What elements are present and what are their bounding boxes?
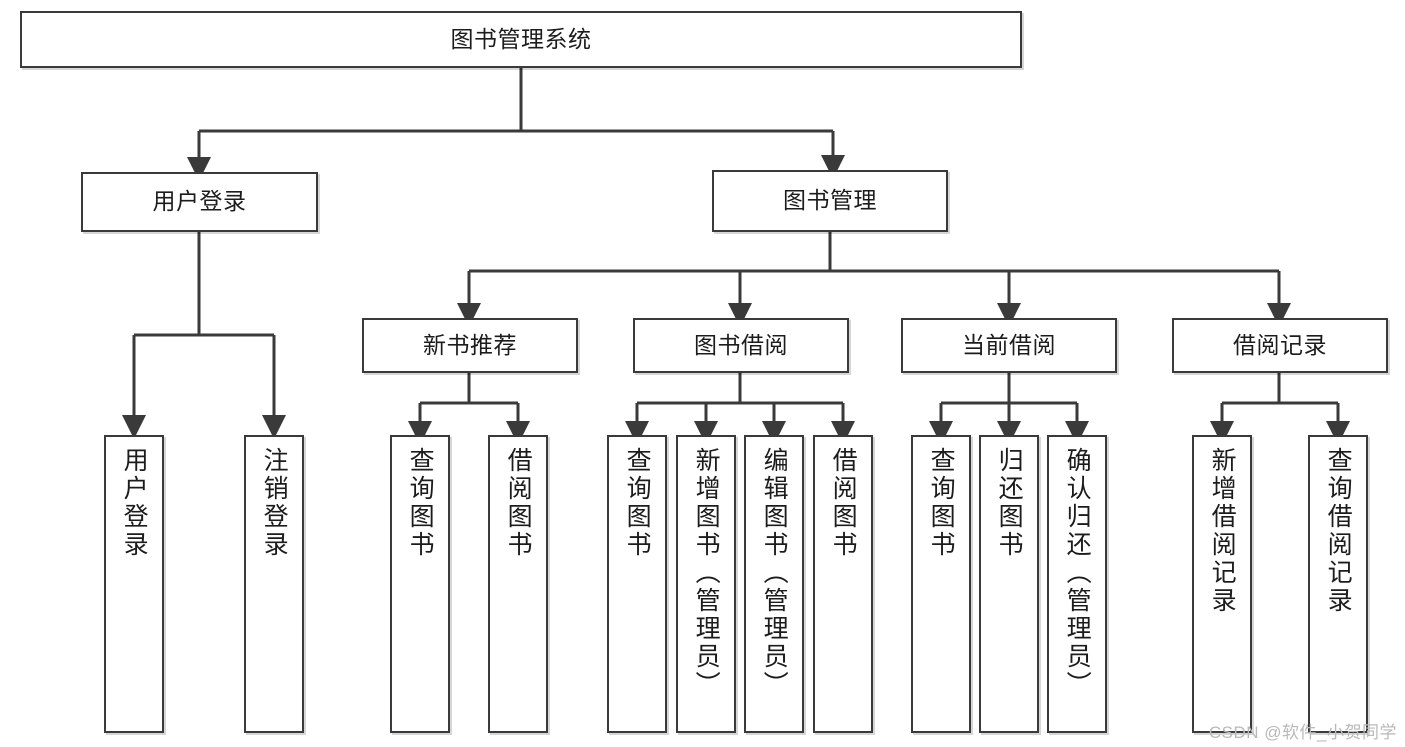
leaf-user-login-signin[interactable]: 用户登录 bbox=[104, 435, 164, 733]
node-label: 新增图书（管理员） bbox=[692, 447, 721, 699]
node-borrow-record[interactable]: 借阅记录 bbox=[1172, 318, 1388, 373]
node-label: 当前借阅 bbox=[962, 331, 1056, 358]
node-label: 用户登录 bbox=[120, 447, 149, 559]
node-label: 归还图书 bbox=[995, 447, 1024, 559]
node-label: 查询图书 bbox=[406, 447, 435, 559]
node-book-borrow[interactable]: 图书借阅 bbox=[633, 318, 849, 373]
node-label: 用户登录 bbox=[152, 188, 247, 215]
leaf-current-borrow-confirm-return[interactable]: 确认归还（管理员） bbox=[1047, 435, 1107, 733]
leaf-user-login-signout[interactable]: 注销登录 bbox=[244, 435, 304, 733]
node-label: 图书借阅 bbox=[694, 331, 788, 358]
node-current-borrow[interactable]: 当前借阅 bbox=[901, 318, 1117, 373]
node-label: 查询图书 bbox=[927, 447, 956, 559]
leaf-book-borrow-query[interactable]: 查询图书 bbox=[607, 435, 667, 733]
leaf-book-borrow-edit[interactable]: 编辑图书（管理员） bbox=[744, 435, 804, 733]
node-label: 查询借阅记录 bbox=[1324, 447, 1353, 615]
node-label: 图书管理 bbox=[783, 187, 877, 214]
leaf-book-borrow-add[interactable]: 新增图书（管理员） bbox=[676, 435, 736, 733]
node-label: 图书管理系统 bbox=[450, 25, 592, 52]
node-label: 查询图书 bbox=[623, 447, 652, 559]
leaf-book-borrow-borrow[interactable]: 借阅图书 bbox=[813, 435, 873, 733]
node-root-system[interactable]: 图书管理系统 bbox=[20, 11, 1022, 68]
node-new-book-recommend[interactable]: 新书推荐 bbox=[362, 318, 578, 373]
node-book-management[interactable]: 图书管理 bbox=[712, 170, 948, 232]
node-label: 新增借阅记录 bbox=[1208, 447, 1237, 615]
leaf-new-book-borrow[interactable]: 借阅图书 bbox=[488, 435, 548, 733]
node-label: 借阅记录 bbox=[1233, 331, 1327, 358]
node-label: 借阅图书 bbox=[829, 447, 858, 559]
watermark-text: CSDN @软件_小贺同学 bbox=[1208, 723, 1397, 742]
node-label: 注销登录 bbox=[260, 447, 289, 559]
node-label: 编辑图书（管理员） bbox=[760, 447, 789, 699]
node-label: 借阅图书 bbox=[504, 447, 533, 559]
leaf-current-borrow-return[interactable]: 归还图书 bbox=[979, 435, 1039, 733]
node-label: 确认归还（管理员） bbox=[1063, 447, 1092, 699]
leaf-current-borrow-query[interactable]: 查询图书 bbox=[911, 435, 971, 733]
leaf-borrow-record-query[interactable]: 查询借阅记录 bbox=[1308, 435, 1368, 733]
node-user-login[interactable]: 用户登录 bbox=[81, 172, 318, 232]
leaf-borrow-record-add[interactable]: 新增借阅记录 bbox=[1192, 435, 1252, 733]
leaf-new-book-query[interactable]: 查询图书 bbox=[390, 435, 450, 733]
node-label: 新书推荐 bbox=[423, 331, 517, 358]
